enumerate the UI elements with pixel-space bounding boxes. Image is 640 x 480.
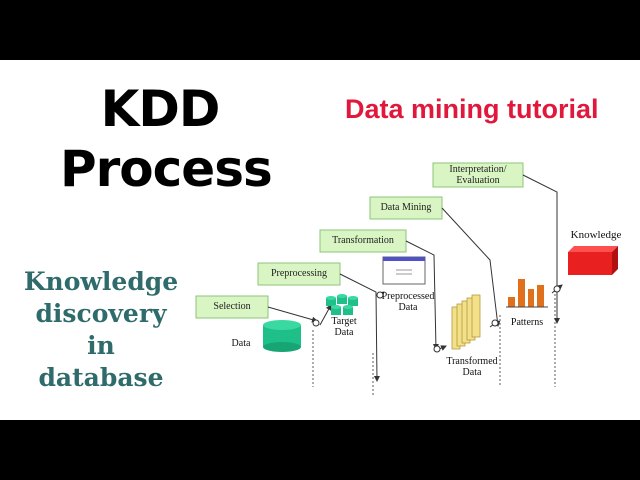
step-box-interpretation: [432, 162, 524, 188]
node-target-line-2: Data: [334, 327, 354, 338]
step-data-mining-label: Data Mining: [380, 202, 432, 213]
subtitle: Data mining tutorial: [345, 94, 599, 124]
knowledge-cube-icon: [568, 246, 618, 275]
node-preprocessed-line-1: Preprocessed: [381, 291, 435, 302]
caption-line-4: database: [38, 363, 164, 392]
caption-line-3: in: [87, 331, 115, 360]
node-target-data-label: Target Data: [320, 316, 368, 338]
node-data-label: Data: [231, 338, 251, 349]
kdd-diagram: Selection Preprocessing Transformation D…: [190, 155, 640, 420]
arrow-joints: [312, 285, 561, 353]
node-transformed-data-label: Transformed Data: [436, 356, 508, 378]
patterns-icon: [506, 279, 548, 308]
caption-line-2: discovery: [35, 299, 167, 328]
step-preprocessing-label: Preprocessing: [270, 268, 328, 279]
node-patterns-label: Patterns: [510, 317, 544, 328]
node-preprocessed-line-2: Data: [398, 302, 418, 313]
step-interpretation-line-2: Evaluation: [456, 175, 500, 186]
transformed-data-icon: [451, 294, 481, 350]
node-transformed-line-1: Transformed: [446, 356, 498, 367]
step-interpretation-line-1: Interpretation/: [449, 164, 507, 175]
step-interpretation-label: Interpretation/ Evaluation: [433, 164, 523, 186]
kdd-diagram-graphics: [195, 162, 618, 395]
preprocessed-data-icon: [382, 256, 426, 285]
step-selection-label: Selection: [213, 301, 251, 312]
title-line-1: KDD: [100, 80, 221, 138]
node-transformed-line-2: Data: [462, 367, 482, 378]
node-target-line-1: Target: [331, 316, 357, 327]
dashed-verticals: [312, 290, 556, 395]
slide: KDD Process Data mining tutorial Knowled…: [0, 60, 640, 420]
target-data-icon: [326, 294, 358, 315]
step-transformation-label: Transformation: [332, 235, 394, 246]
caption-line-1: Knowledge: [23, 267, 179, 296]
title-line-2: Process: [60, 140, 273, 198]
node-preprocessed-data-label: Preprocessed Data: [372, 291, 444, 313]
data-cylinder-icon: [263, 320, 301, 352]
node-knowledge-label: Knowledge: [570, 229, 622, 241]
